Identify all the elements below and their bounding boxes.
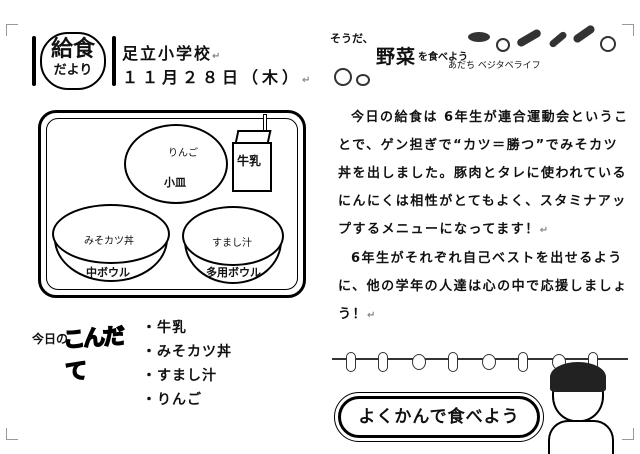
- column-header-subtitle: あだち ベジタベライフ: [448, 61, 541, 71]
- todays-menu-heading: 今日の こんだて: [32, 318, 132, 386]
- crop-mark-top-right: [622, 24, 634, 36]
- fork-icon: [32, 36, 36, 86]
- article-paragraph-1: 今日の給食は 6年生が連合運動会ということで、ゲン担ぎで“カツ＝勝つ”でみそカツ…: [338, 110, 629, 237]
- menu-item: ・りんご: [142, 392, 202, 408]
- column-header-title-tail: を食べよう: [418, 52, 468, 63]
- menu-heading-small: 今日の: [32, 332, 69, 346]
- logo-line1: 給食: [50, 37, 95, 62]
- pepper-icon: [600, 36, 616, 52]
- milk-carton: 牛乳: [232, 142, 272, 192]
- milk-label: 牛乳: [237, 154, 262, 168]
- chew-well-banner: よくかんで食べよう: [338, 396, 540, 438]
- multi-use-bowl-label: 多用ボウル: [206, 266, 261, 279]
- school-name: 足立小学校↵: [122, 44, 223, 63]
- banner-outline: [334, 392, 544, 442]
- menu-item: ・みそカツ丼: [142, 344, 232, 360]
- character-body: [548, 420, 614, 454]
- multi-use-bowl-item: すまし汁: [212, 238, 252, 249]
- carrot-icon: [548, 30, 568, 49]
- logo-line2: だより: [53, 63, 93, 78]
- vegetable-icon: [378, 352, 388, 372]
- lunch-tray: [38, 110, 306, 298]
- green-onion-icon: [571, 23, 597, 45]
- tomato-icon: [496, 38, 510, 52]
- newsletter-logo: 給食 だより: [40, 32, 106, 90]
- vegetable-icon: [412, 354, 426, 370]
- article-body: 今日の給食は 6年生が連合運動会ということで、ゲン担ぎで“カツ＝勝つ”でみそカツ…: [338, 104, 630, 330]
- lunch-tray-inner: [46, 118, 298, 290]
- small-plate-item: りんご: [168, 148, 198, 159]
- knife-icon: [112, 36, 116, 86]
- onion-icon: [334, 68, 352, 86]
- crop-mark-bottom-right: [622, 428, 634, 440]
- vegetable-icon: [518, 352, 528, 372]
- menu-heading-big: こんだて: [62, 323, 125, 386]
- crop-mark-bottom-left: [6, 428, 18, 440]
- cucumber-icon: [515, 28, 543, 48]
- crop-mark-top-left: [6, 24, 18, 36]
- menu-item: ・牛乳: [142, 320, 187, 336]
- potato-icon: [356, 74, 370, 86]
- vegetable-row-divider: [332, 352, 628, 376]
- article-paragraph-2: 6年生がそれぞれ自己ベストを出せるように、他の学年の人達は心の中で応援しましょう…: [338, 251, 628, 322]
- character-hair: [550, 362, 606, 392]
- small-plate-label: 小皿: [164, 176, 186, 189]
- column-header-lead: そうだ、: [330, 32, 374, 45]
- medium-bowl-label: 中ボウル: [86, 266, 130, 279]
- issue-date: １１月２８日（木）↵: [122, 68, 315, 87]
- vegetable-icon: [448, 352, 458, 372]
- menu-item: ・すまし汁: [142, 368, 217, 384]
- vegetable-icon: [482, 354, 496, 370]
- vegetable-icon: [346, 352, 356, 372]
- menu-list: ・牛乳 ・みそカツ丼 ・すまし汁 ・りんご: [142, 316, 232, 412]
- medium-bowl: みそカツ丼 中ボウル: [52, 204, 170, 284]
- medium-bowl-item: みそカツ丼: [84, 236, 134, 247]
- small-plate: りんご 小皿: [124, 124, 228, 204]
- multi-use-bowl: すまし汁 多用ボウル: [182, 206, 284, 286]
- eggplant-icon: [468, 32, 490, 42]
- column-header-title: 野菜: [376, 46, 417, 68]
